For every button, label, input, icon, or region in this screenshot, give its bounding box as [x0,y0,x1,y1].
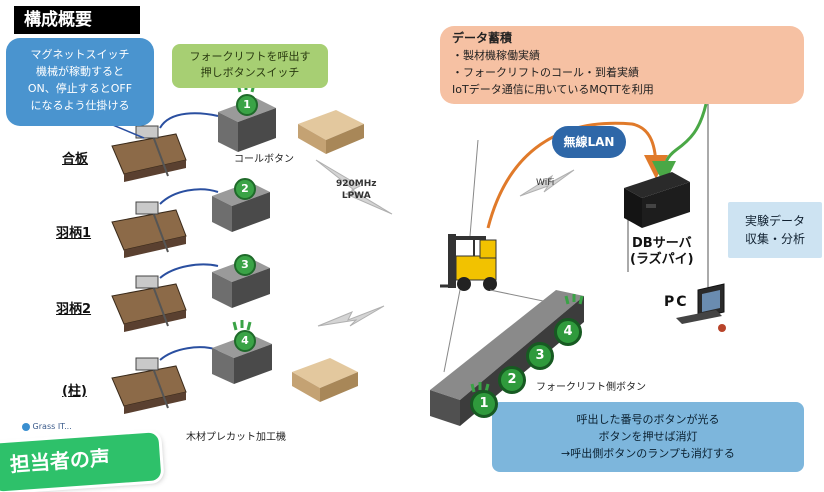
bottom-note-line-1: 呼出した番号のボタンが光る [576,413,720,426]
call-button-3: 3 [234,254,256,276]
forklift-button-label: フォークリフト側ボタン [536,382,646,393]
lpwa-name: LPWA [341,191,371,201]
analysis-note: 実験データ 収集・分析 [728,202,822,258]
magnet-note-line-1: マグネットスイッチ [30,48,130,61]
bottom-note-line-2: ボタンを押せば消灯 [598,430,698,443]
call-button-label: コールボタン [234,154,294,165]
machine-label-1: 合板 [62,152,89,167]
data-line-1: ・製材機稼働実績 [452,49,540,62]
db-server-name: DBサーバ [632,236,692,251]
forklift-switch-note: フォークリフトを呼出す 押しボタンスイッチ [172,44,328,88]
magnet-note-line-3: ON、停止するとOFF [27,82,133,95]
precut-machine-label: 木材プレカット加工機 [186,432,286,443]
forklift-button-1: 1 [470,390,498,418]
forklift [440,234,497,291]
page-title: 構成概要 [14,6,140,34]
lpwa-label: 920MHz LPWA [336,178,377,202]
sawmill-machine-1 [111,125,187,182]
forklift-button-4: 4 [554,318,582,346]
data-line-2: ・フォークリフトのコール・到着実績 [452,66,639,79]
wifi-signal-bolt [519,169,575,197]
machine-label-2: 羽柄1 [56,226,92,241]
fork-note-line-2: 押しボタンスイッチ [200,66,300,79]
logo-icon [22,422,30,431]
magnet-note-line-4: になるよう仕掛ける [30,99,130,112]
data-accumulation-note: データ蓄積 ・製材機稼働実績 ・フォークリフトのコール・到着実績 IoTデータ通… [440,26,804,104]
pc-label: PC [664,294,689,310]
cable-3 [159,263,219,279]
glow-marks-4 [232,320,252,331]
company-logo: Grass IT... [22,422,72,431]
voice-badge: 担当者の声 [0,432,162,492]
fork-note-line-1: フォークリフトを呼出す [189,50,311,63]
lpwa-signal-bolt-lower [317,305,385,327]
call-button-4: 4 [234,330,256,352]
cable-2 [159,188,219,205]
db-server-label: DBサーバ (ラズパイ) [630,236,694,268]
analysis-line-2: 収集・分析 [744,232,805,246]
logo-text: Grass IT... [32,422,72,431]
bottom-note-line-3: →呼出側ボタンのランプも消灯する [561,447,735,460]
button-behavior-note: 呼出した番号のボタンが光る ボタンを押せば消灯 →呼出側ボタンのランプも消灯する [492,402,804,472]
cable-1 [159,112,219,129]
forklift-button-2: 2 [498,366,526,394]
lumber-stack-bottom [292,358,358,402]
call-button-1: 1 [236,94,258,116]
lpwa-signal-bolt [315,159,393,215]
magnet-note-line-2: 機械が稼動すると [36,65,124,78]
sawmill-machine-3 [111,275,187,332]
lpwa-freq: 920MHz [336,179,377,189]
machine-label-4: (柱) [62,384,87,399]
sawmill-machine-2 [111,201,187,258]
pc-computer [676,283,726,332]
sawmill-machine-4 [111,357,187,414]
db-server-sub: (ラズパイ) [630,252,694,267]
analysis-line-1: 実験データ [744,214,805,228]
lumber-stack-top [298,110,364,154]
cable-4 [159,346,219,361]
wireless-lan-badge: 無線LAN [552,126,626,158]
data-upload-arrow [486,121,668,229]
wifi-label: WiFi [536,178,555,188]
machine-label-3: 羽柄2 [56,302,92,317]
data-heading: データ蓄積 [452,31,513,45]
magnet-switch-note: マグネットスイッチ 機械が稼動すると ON、停止するとOFF になるよう仕掛ける [6,38,154,126]
call-button-2: 2 [234,178,256,200]
data-line-3: IoTデータ通信に用いているMQTTを利用 [452,83,654,96]
db-server [624,172,690,228]
data-collect-arrow [652,103,708,185]
call-button-box-1 [218,98,276,152]
diagram-canvas [95,82,726,426]
forklift-button-3: 3 [526,342,554,370]
